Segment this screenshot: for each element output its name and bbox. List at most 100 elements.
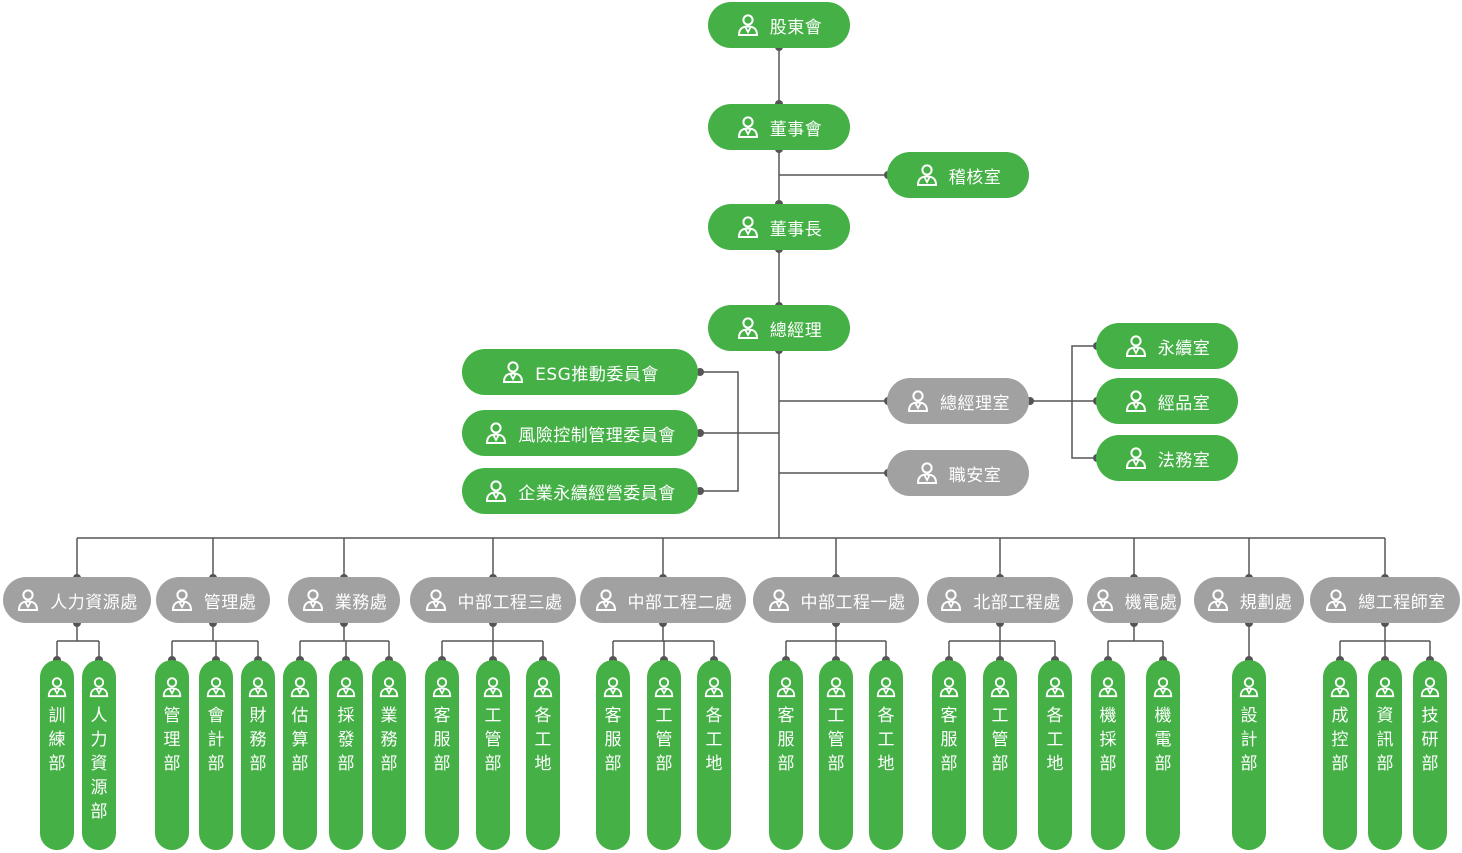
person-icon bbox=[906, 389, 930, 413]
person-icon bbox=[532, 676, 554, 698]
dept-5-2-label: 各工地 bbox=[877, 706, 895, 774]
person-icon bbox=[88, 676, 110, 698]
division-0-label: 人力資源處 bbox=[50, 592, 138, 613]
dept-4-2[interactable]: 各工地 bbox=[697, 660, 731, 850]
person-icon bbox=[289, 676, 311, 698]
division-4[interactable]: 中部工程二處 bbox=[580, 577, 746, 623]
division-6-label: 北部工程處 bbox=[973, 592, 1061, 613]
connector-dot bbox=[696, 487, 704, 495]
dept-6-2-label: 各工地 bbox=[1046, 706, 1064, 774]
dept-9-1[interactable]: 資訊部 bbox=[1368, 660, 1402, 850]
dept-9-2[interactable]: 技研部 bbox=[1413, 660, 1447, 850]
person-icon bbox=[161, 676, 183, 698]
node-safety[interactable]: 職安室 bbox=[887, 450, 1029, 496]
dept-2-2[interactable]: 業務部 bbox=[372, 660, 406, 850]
division-8[interactable]: 規劃處 bbox=[1194, 577, 1304, 623]
division-3[interactable]: 中部工程三處 bbox=[410, 577, 576, 623]
dept-0-1[interactable]: 人力資源部 bbox=[82, 660, 116, 850]
dept-0-1-label: 人力資源部 bbox=[90, 706, 108, 822]
dept-3-0[interactable]: 客服部 bbox=[425, 660, 459, 850]
line-gm-office-bracket bbox=[1071, 345, 1097, 459]
person-icon bbox=[247, 676, 269, 698]
node-legal[interactable]: 法務室 bbox=[1096, 435, 1238, 481]
division-8-label: 規劃處 bbox=[1239, 592, 1293, 613]
dept-8-0[interactable]: 設計部 bbox=[1232, 660, 1266, 850]
person-icon bbox=[1324, 588, 1348, 612]
dept-5-0[interactable]: 客服部 bbox=[769, 660, 803, 850]
node-gm-office[interactable]: 總經理室 bbox=[887, 378, 1029, 424]
node-gm[interactable]: 總經理 bbox=[708, 305, 850, 351]
division-3-label: 中部工程三處 bbox=[457, 592, 563, 613]
person-icon bbox=[767, 588, 791, 612]
connector-dot bbox=[696, 368, 704, 376]
division-5[interactable]: 中部工程一處 bbox=[753, 577, 919, 623]
node-gm-office-label: 總經理室 bbox=[940, 393, 1010, 414]
dept-1-1[interactable]: 會計部 bbox=[199, 660, 233, 850]
dept-1-0[interactable]: 管理部 bbox=[155, 660, 189, 850]
dept-5-2[interactable]: 各工地 bbox=[869, 660, 903, 850]
division-9[interactable]: 總工程師室 bbox=[1310, 577, 1460, 623]
node-esg-label: ESG推動委員會 bbox=[535, 364, 659, 385]
dept-4-1[interactable]: 工管部 bbox=[647, 660, 681, 850]
dept-7-0-label: 機採部 bbox=[1099, 706, 1117, 774]
dept-8-0-label: 設計部 bbox=[1240, 706, 1258, 774]
dept-9-1-label: 資訊部 bbox=[1376, 706, 1394, 774]
dept-2-0-label: 估算部 bbox=[291, 706, 309, 774]
dept-7-0[interactable]: 機採部 bbox=[1091, 660, 1125, 850]
person-icon bbox=[1152, 676, 1174, 698]
dept-5-1[interactable]: 工管部 bbox=[819, 660, 853, 850]
person-icon bbox=[703, 676, 725, 698]
node-chairman[interactable]: 董事長 bbox=[708, 204, 850, 250]
dept-4-0[interactable]: 客服部 bbox=[596, 660, 630, 850]
dept-6-1[interactable]: 工管部 bbox=[983, 660, 1017, 850]
person-icon bbox=[939, 588, 963, 612]
person-icon bbox=[1238, 676, 1260, 698]
dept-0-0[interactable]: 訓練部 bbox=[40, 660, 74, 850]
dept-6-0[interactable]: 客服部 bbox=[932, 660, 966, 850]
dept-3-1[interactable]: 工管部 bbox=[476, 660, 510, 850]
dept-0-0-label: 訓練部 bbox=[48, 706, 66, 774]
dept-7-1[interactable]: 機電部 bbox=[1146, 660, 1180, 850]
dept-2-0[interactable]: 估算部 bbox=[283, 660, 317, 850]
node-esg[interactable]: ESG推動委員會 bbox=[462, 349, 698, 395]
division-6[interactable]: 北部工程處 bbox=[927, 577, 1073, 623]
person-icon bbox=[875, 676, 897, 698]
node-board[interactable]: 董事會 bbox=[708, 104, 850, 150]
dept-2-2-label: 業務部 bbox=[380, 706, 398, 774]
connector-dot bbox=[696, 429, 704, 437]
person-icon bbox=[736, 215, 760, 239]
node-risk-label: 風險控制管理委員會 bbox=[518, 425, 676, 446]
dept-2-1[interactable]: 採發部 bbox=[329, 660, 363, 850]
node-risk[interactable]: 風險控制管理委員會 bbox=[462, 410, 698, 456]
node-yongxu[interactable]: 永續室 bbox=[1096, 323, 1238, 369]
division-1[interactable]: 管理處 bbox=[156, 577, 270, 623]
node-board-label: 董事會 bbox=[769, 119, 823, 140]
dept-1-2[interactable]: 財務部 bbox=[241, 660, 275, 850]
division-4-label: 中部工程二處 bbox=[627, 592, 733, 613]
node-audit[interactable]: 稽核室 bbox=[887, 152, 1029, 198]
node-jingpin[interactable]: 經品室 bbox=[1096, 378, 1238, 424]
person-icon bbox=[602, 676, 624, 698]
division-0[interactable]: 人力資源處 bbox=[3, 577, 151, 623]
person-icon bbox=[484, 479, 508, 503]
person-icon bbox=[424, 588, 448, 612]
dept-1-0-label: 管理部 bbox=[163, 706, 181, 774]
person-icon bbox=[915, 163, 939, 187]
dept-9-2-label: 技研部 bbox=[1421, 706, 1439, 774]
person-icon bbox=[16, 588, 40, 612]
dept-6-1-label: 工管部 bbox=[991, 706, 1009, 774]
dept-9-0[interactable]: 成控部 bbox=[1323, 660, 1357, 850]
node-shareholders[interactable]: 股東會 bbox=[708, 2, 850, 48]
person-icon bbox=[938, 676, 960, 698]
node-sustain[interactable]: 企業永續經營委員會 bbox=[462, 468, 698, 514]
node-legal-label: 法務室 bbox=[1157, 450, 1211, 471]
dept-2-1-label: 採發部 bbox=[337, 706, 355, 774]
person-icon bbox=[594, 588, 618, 612]
division-7[interactable]: 機電處 bbox=[1087, 577, 1181, 623]
dept-3-2[interactable]: 各工地 bbox=[526, 660, 560, 850]
division-2[interactable]: 業務處 bbox=[288, 577, 400, 623]
dept-5-0-label: 客服部 bbox=[777, 706, 795, 774]
node-gm-label: 總經理 bbox=[769, 320, 823, 341]
dept-6-2[interactable]: 各工地 bbox=[1038, 660, 1072, 850]
node-chairman-label: 董事長 bbox=[769, 219, 823, 240]
